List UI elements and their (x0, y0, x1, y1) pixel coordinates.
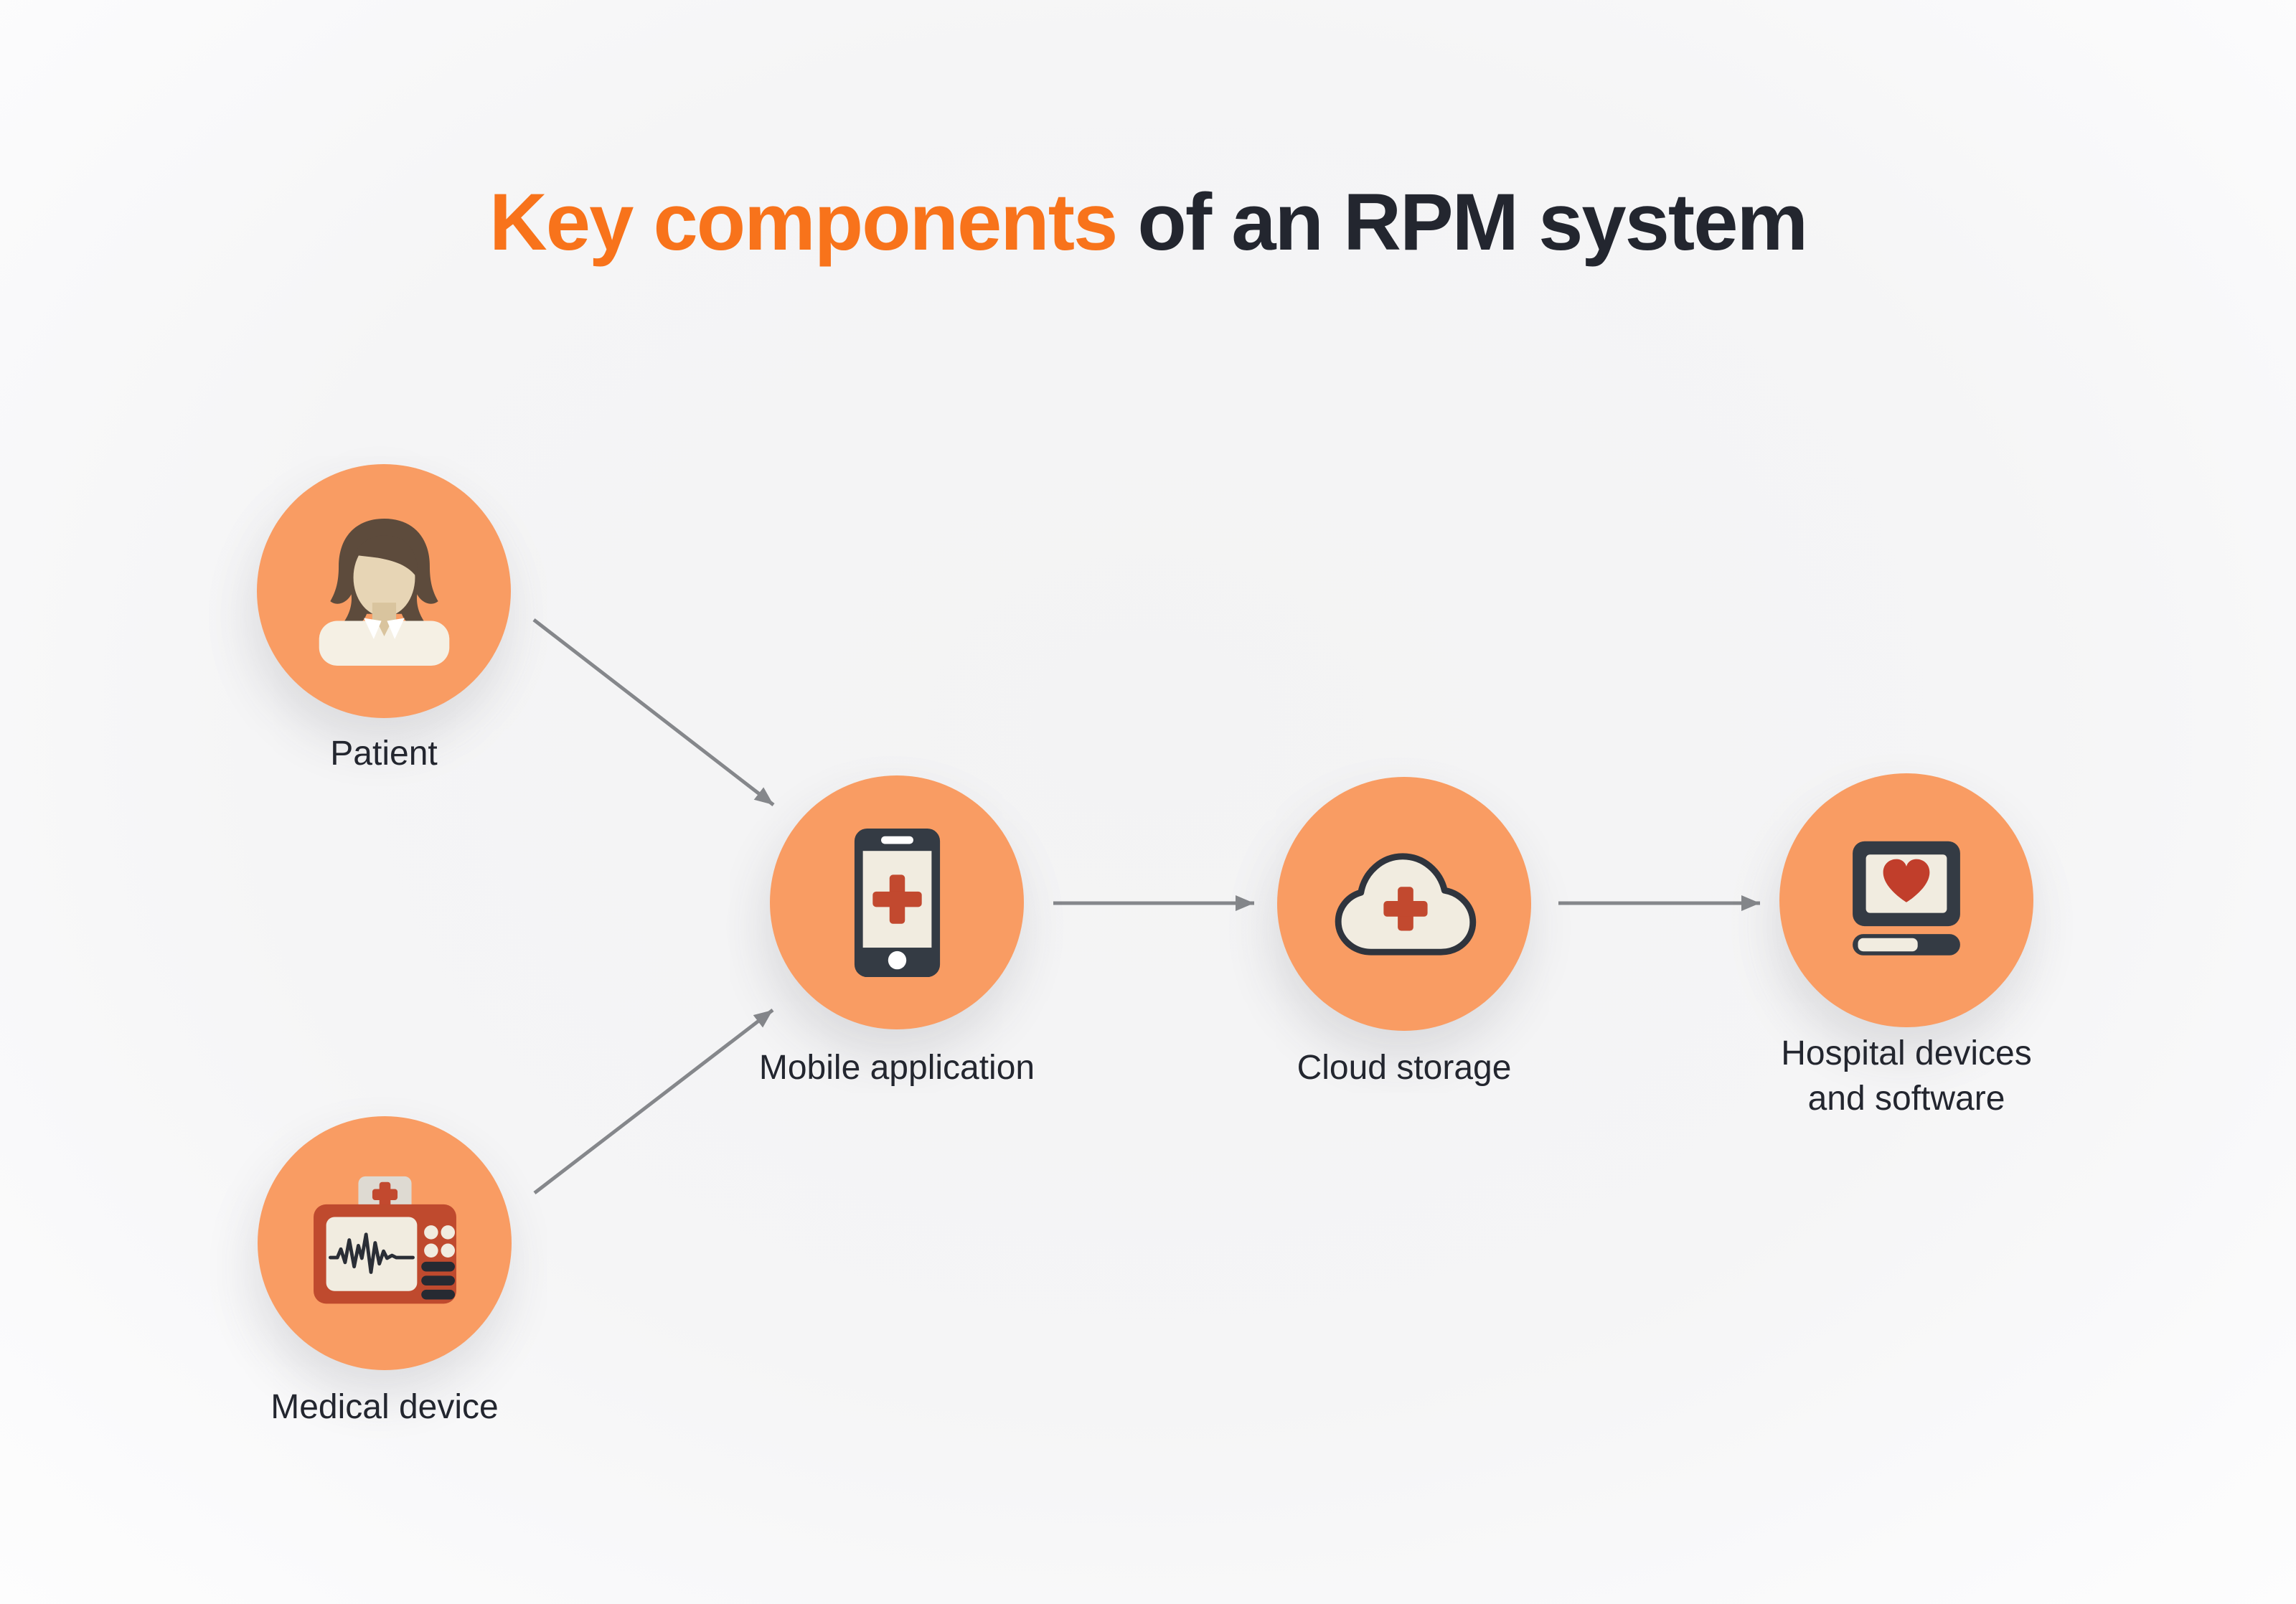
node-label-cloud-storage: Cloud storage (1297, 1049, 1512, 1087)
smartphone-medical-cross-icon (854, 828, 940, 977)
node-circle-medical-device (258, 1116, 512, 1370)
ecg-monitor-icon (313, 1176, 456, 1303)
node-circle-hospital-devices (1779, 773, 2033, 1027)
node-label-hospital-devices-line2: and software (1807, 1080, 2005, 1118)
computer-heart-icon (1853, 841, 1960, 956)
node-label-hospital-devices-line1: Hospital devices (1781, 1034, 2032, 1072)
title-rest: of an RPM system (1116, 177, 1808, 267)
page-title: Key components of an RPM system (0, 176, 2296, 268)
node-label-mobile-application: Mobile application (758, 1049, 1035, 1087)
node-label-hospital-devices: Hospital devices and software (1655, 1031, 2158, 1121)
node-label-patient: Patient (330, 735, 438, 773)
node-circle-patient (257, 464, 511, 718)
title-highlight: Key components (489, 177, 1118, 267)
node-label-medical-device: Medical device (270, 1388, 499, 1426)
woman-avatar-icon (319, 518, 449, 666)
node-circle-cloud-storage (1277, 777, 1531, 1031)
arrow-medical-device-to-mobile-application (533, 1009, 774, 1194)
node-circle-mobile-application (770, 775, 1024, 1029)
medical-cloud-icon (1335, 853, 1477, 956)
